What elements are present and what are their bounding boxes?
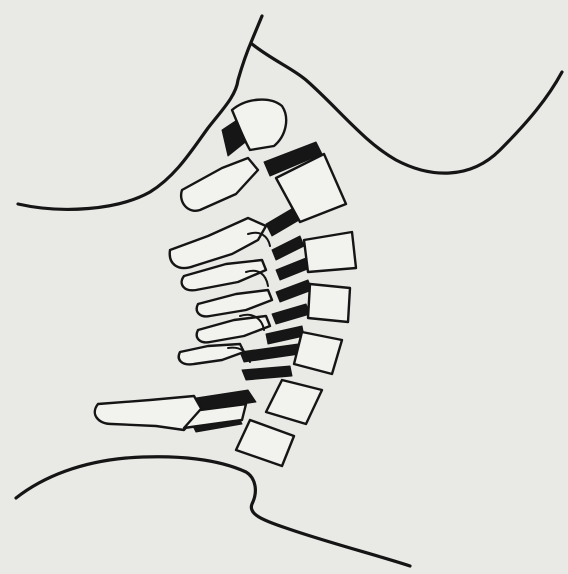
vertebra-body-c3: [304, 232, 356, 272]
vertebra-body-c4: [308, 284, 350, 322]
